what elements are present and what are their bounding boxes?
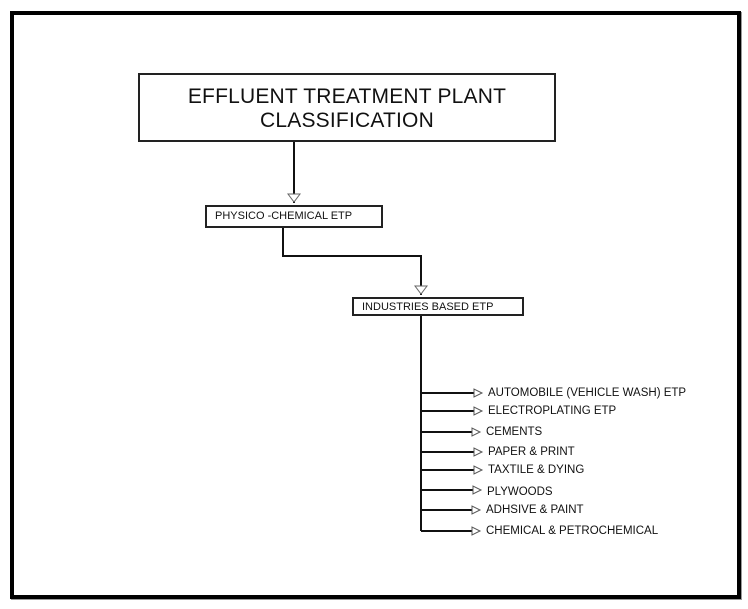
industry-item: ADHSIVE & PAINT [486, 504, 584, 516]
industries-based-etp-box: INDUSTRIES BASED ETP [352, 297, 524, 316]
arrowhead-icon [471, 505, 482, 515]
arrowhead-physico [287, 193, 301, 203]
physico-chemical-etp-label: PHYSICO -CHEMICAL ETP [215, 210, 353, 222]
industry-item: PAPER & PRINT [488, 446, 575, 458]
industry-item: CEMENTS [486, 426, 543, 438]
arrowhead-icon [471, 427, 482, 437]
industry-item: AUTOMOBILE (VEHICLE WASH) ETP [488, 387, 687, 399]
industry-item: CHEMICAL & PETROCHEMICAL [486, 525, 659, 537]
arrowhead-icon [473, 388, 484, 398]
industry-item: TAXTILE & DYING [488, 464, 585, 476]
connector-physico-industries [282, 228, 422, 295]
arrowhead-icon [473, 447, 484, 457]
diagram-frame [10, 11, 741, 599]
title-line-2: CLASSIFICATION [260, 109, 434, 132]
arrowhead-icon [473, 465, 484, 475]
physico-chemical-etp-box: PHYSICO -CHEMICAL ETP [205, 205, 383, 228]
title-line-1: EFFLUENT TREATMENT PLANT [187, 85, 507, 108]
arrowhead-industries [414, 285, 428, 295]
industry-item: PLYWOODS [487, 486, 553, 498]
industries-based-etp-label: INDUSTRIES BASED ETP [362, 301, 494, 313]
arrowhead-icon [472, 485, 483, 495]
arrowhead-icon [471, 526, 482, 536]
arrowhead-icon [473, 406, 484, 416]
industry-item: ELECTROPLATING ETP [488, 405, 617, 417]
title-box: EFFLUENT TREATMENT PLANT CLASSIFICATION [138, 73, 556, 142]
